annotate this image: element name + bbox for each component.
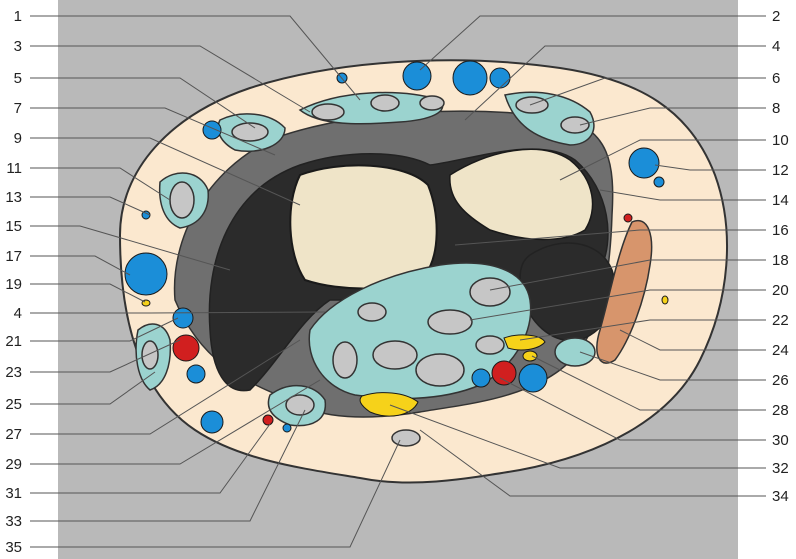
- ulnar-tendon-sheath: [555, 338, 595, 366]
- label-left: 23: [5, 364, 22, 381]
- label-left: 15: [5, 218, 22, 235]
- label-left: 29: [5, 456, 22, 473]
- label-left: 7: [14, 100, 22, 117]
- label-right: 14: [772, 192, 789, 209]
- label-left: 17: [5, 248, 22, 265]
- label-right: 20: [772, 282, 789, 299]
- label-right: 16: [772, 222, 789, 239]
- label-right: 24: [772, 342, 789, 359]
- label-right: 4: [772, 38, 780, 55]
- label-left: 1: [14, 8, 22, 25]
- label-right: 34: [772, 488, 789, 505]
- label-left: 35: [5, 539, 22, 556]
- label-right: 8: [772, 100, 780, 117]
- label-left: 3: [14, 38, 22, 55]
- label-right: 28: [772, 402, 789, 419]
- label-left: 4: [14, 305, 22, 322]
- label-right: 12: [772, 162, 789, 179]
- palmaris-longus-tendon: [392, 430, 420, 446]
- label-right: 26: [772, 372, 789, 389]
- label-right: 22: [772, 312, 789, 329]
- label-left: 25: [5, 396, 22, 413]
- label-right: 10: [772, 132, 789, 149]
- label-left: 9: [14, 130, 22, 147]
- label-right: 18: [772, 252, 789, 269]
- label-left: 11: [6, 160, 22, 177]
- label-left: 19: [5, 276, 22, 293]
- label-left: 31: [5, 485, 22, 502]
- labels-left: 1 3 5 7 9 11 13 15 17 19 4 21 23 25 27 2…: [5, 8, 22, 556]
- label-right: 6: [772, 70, 780, 87]
- label-right: 32: [772, 460, 789, 477]
- label-left: 33: [5, 513, 22, 530]
- label-left: 27: [5, 426, 22, 443]
- label-right: 2: [772, 8, 780, 25]
- label-right: 30: [772, 432, 789, 449]
- label-left: 13: [5, 189, 22, 206]
- label-left: 5: [14, 70, 22, 87]
- label-left: 21: [5, 333, 22, 350]
- labels-right: 2 4 6 8 10 12 14 16 18 20 22 24 26 28 30…: [772, 8, 789, 505]
